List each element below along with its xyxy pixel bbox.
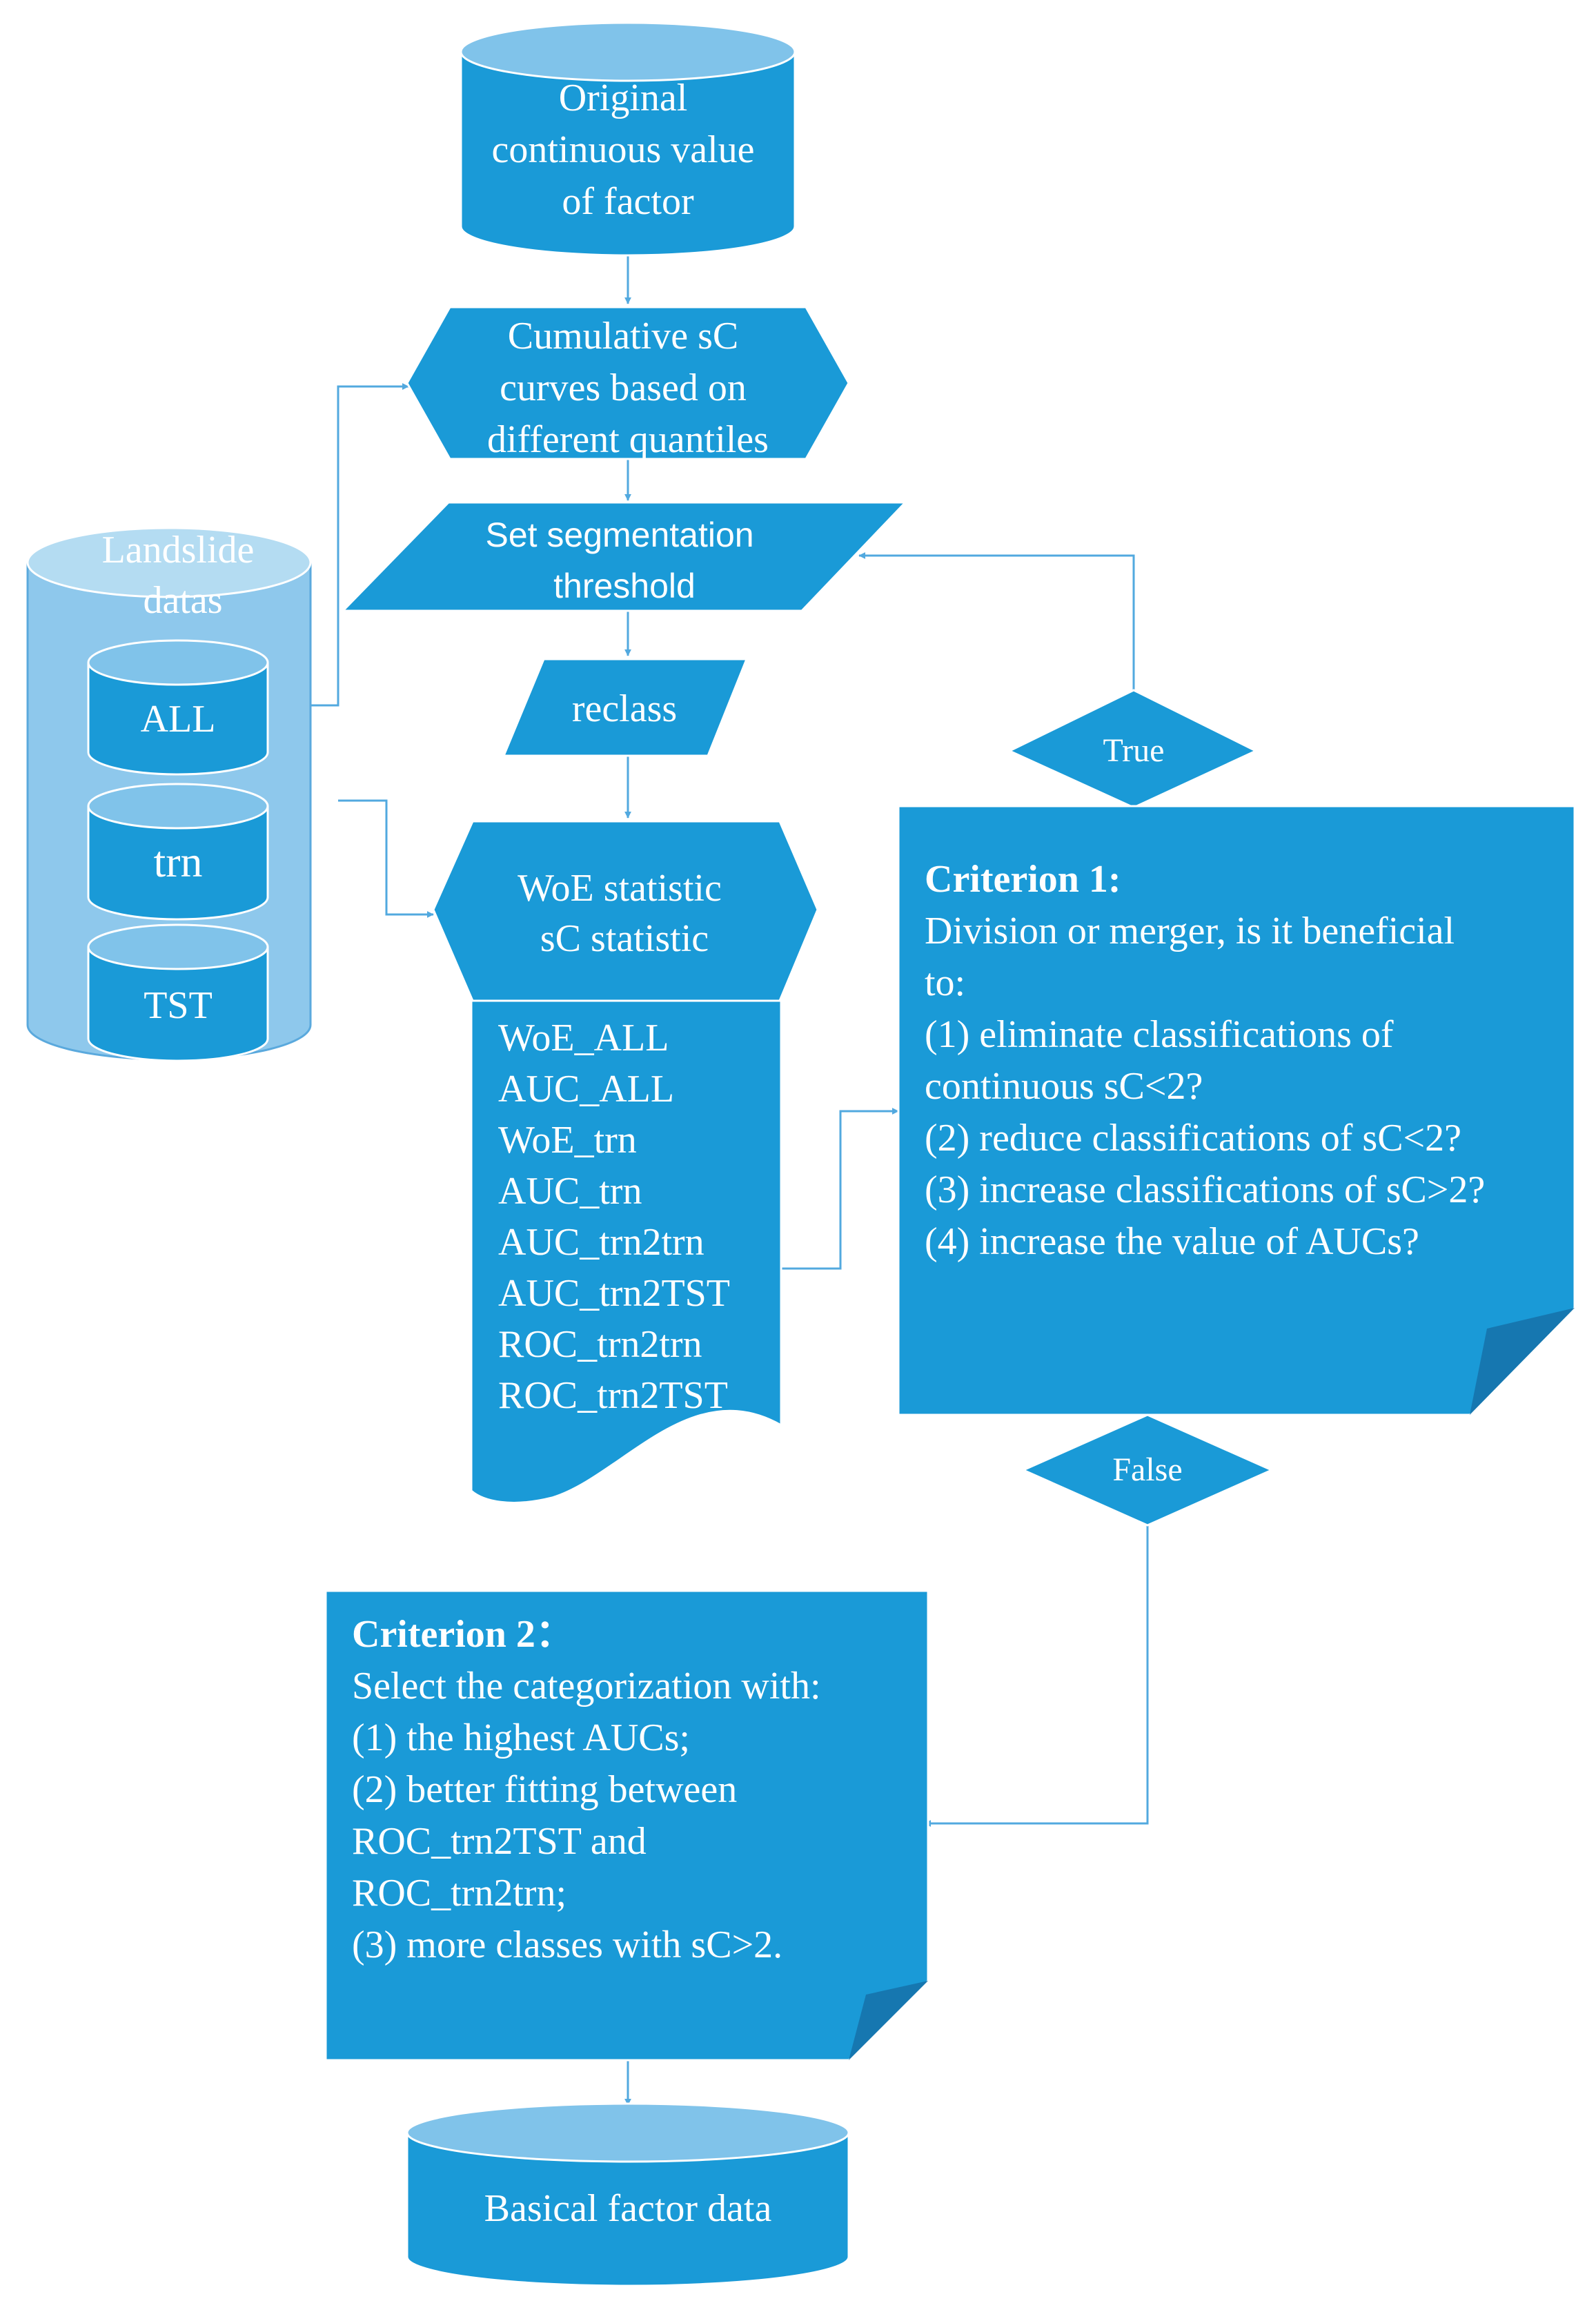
original-line-1: Original (559, 77, 688, 119)
node-outputs: WoE_ALL AUC_ALL WoE_trn AUC_trn AUC_trn2… (470, 999, 782, 1504)
criterion1-line-5: (2) reduce classifications of sC<2? (925, 1117, 1461, 1159)
output-item-6: AUC_trn2TST (498, 1272, 730, 1315)
criterion1-line-4: continuous sC<2? (925, 1065, 1203, 1108)
basical-label: Basical factor data (484, 2187, 772, 2230)
output-item-7: ROC_trn2trn (498, 1323, 702, 1366)
output-item-3: WoE_trn (498, 1119, 637, 1162)
arrow-trn-to-statistic (338, 799, 434, 918)
statistic-line-2: sC statistic (540, 917, 709, 960)
false-label: False (1112, 1451, 1182, 1488)
landslide-line-1: Landslide (102, 529, 255, 571)
arrow-false-to-criterion2 (924, 1522, 1149, 1827)
svg-text:Cumulative sC curves bas: Cumulative sC curves based on different … (487, 315, 769, 461)
node-true-decision: True (1007, 689, 1259, 809)
original-line-2: continuous value (491, 128, 754, 171)
svg-text:WoE statistic sC statist: WoE statistic sC statistic (518, 867, 731, 960)
node-all: ALL (87, 639, 269, 776)
svg-text:Criterion 1: Division o: Criterion 1: Division or merger, is it b… (925, 858, 1495, 1263)
node-false-decision: False (1021, 1413, 1274, 1527)
node-segmentation-threshold: Set segmentation threshold (340, 501, 908, 612)
criterion1-line-1: Division or merger, is it beneficial (925, 910, 1455, 952)
criterion1-title: Criterion 1: (925, 858, 1121, 901)
svg-text:Set segmentation thresho: Set segmentation threshold (485, 516, 763, 605)
output-item-4: AUC_trn (498, 1170, 642, 1213)
criterion2-line-1: Select the categorization with: (352, 1665, 821, 1707)
output-item-2: AUC_ALL (498, 1068, 673, 1110)
node-reclass: reclass (502, 658, 749, 757)
output-item-5: AUC_trn2trn (498, 1221, 705, 1264)
criterion1-line-7: (4) increase the value of AUCs? (925, 1220, 1419, 1263)
criterion2-line-2: (1) the highest AUCs; (352, 1716, 690, 1759)
svg-text:Landslide datas: Landslide datas (102, 529, 264, 622)
output-item-8: ROC_trn2TST (498, 1374, 728, 1417)
threshold-line-1: Set segmentation (485, 516, 753, 554)
node-criterion-1: Criterion 1: Division or merger, is it b… (897, 805, 1576, 1416)
criterion1-line-2: to: (925, 961, 965, 1004)
trn-label: trn (153, 837, 202, 886)
all-label: ALL (141, 698, 216, 741)
svg-text:Criterion 2： Select the: Criterion 2： Select the categorization w… (352, 1613, 831, 1966)
output-item-1: WoE_ALL (498, 1017, 667, 1059)
true-label: True (1103, 732, 1165, 769)
svg-text:Original continuous valu: Original continuous value of factor (491, 77, 764, 223)
node-criterion-2: Criterion 2： Select the categorization w… (324, 1589, 929, 2062)
criterion2-title: Criterion 2： (352, 1613, 574, 1656)
threshold-line-2: threshold (553, 567, 696, 605)
criterion1-line-6: (3) increase classifications of sC>2? (925, 1168, 1485, 1211)
landslide-line-2: datas (143, 579, 222, 622)
svg-text:WoE_ALL AUC_ALL Wo: WoE_ALL AUC_ALL WoE_trn AUC_trn AUC_trn2… (498, 1017, 739, 1417)
criterion2-line-5: ROC_trn2trn; (352, 1872, 567, 1915)
criterion2-line-3: (2) better fitting between (352, 1768, 737, 1811)
node-statistic: WoE statistic sC statistic (432, 820, 819, 1002)
node-trn: trn (87, 783, 269, 921)
node-basical-factor-data: Basical factor data (406, 2102, 850, 2287)
criterion2-line-6: (3) more classes with sC>2. (352, 1924, 782, 1966)
node-original-value: Original continuous value of factor (460, 21, 796, 257)
tst-label: TST (144, 984, 213, 1027)
reclass-label: reclass (572, 687, 677, 730)
arrow-true-to-threshold (858, 552, 1135, 694)
criterion1-line-3: (1) eliminate classifications of (925, 1013, 1394, 1056)
arrow-outputs-to-criterion1 (781, 1108, 899, 1270)
statistic-line-1: WoE statistic (518, 867, 722, 910)
node-cumulative-curves: Cumulative sC curves based on different … (406, 306, 850, 461)
original-line-3: of factor (562, 180, 694, 223)
cumulative-line-3: different quantiles (487, 418, 769, 461)
cumulative-line-2: curves based on (500, 366, 747, 409)
criterion2-line-4: ROC_trn2TST and (352, 1820, 647, 1863)
cumulative-line-1: Cumulative sC (508, 315, 738, 358)
node-tst: TST (87, 923, 269, 1062)
